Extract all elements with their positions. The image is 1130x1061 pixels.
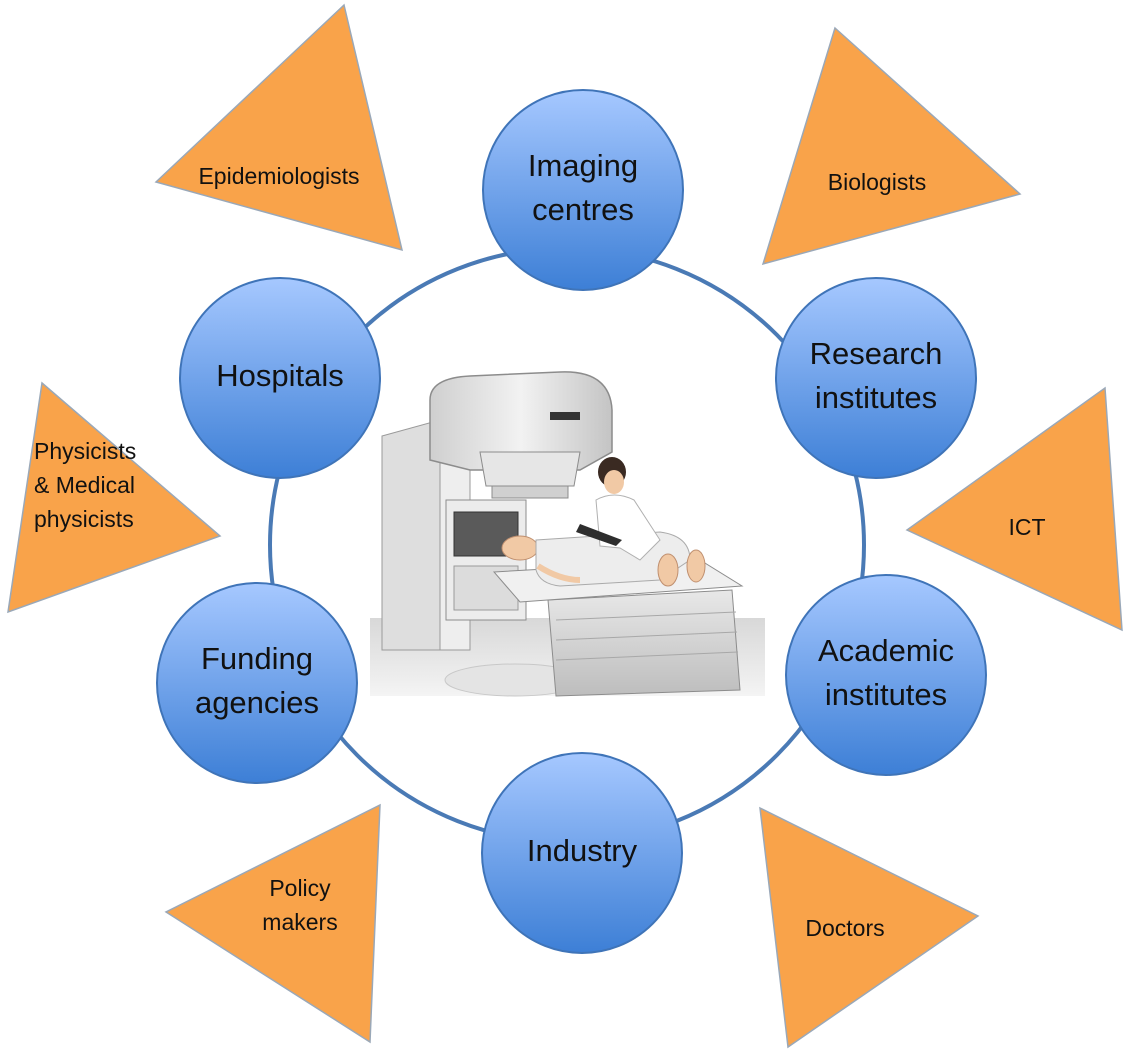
triangle-shape	[905, 386, 1123, 632]
radiotherapy-linac-illustration	[370, 364, 765, 697]
node-label: Funding	[201, 641, 313, 676]
triangle-shape	[154, 3, 404, 252]
triangle-label: Doctors	[805, 915, 884, 941]
triangle-label: Epidemiologists	[198, 163, 359, 189]
stakeholder-triangle-ict: ICT	[905, 386, 1123, 632]
triangle-label: Physicists	[34, 438, 136, 464]
node-label: Industry	[527, 833, 638, 868]
stakeholder-node-funding-agencies: Funding agencies	[156, 582, 358, 784]
stakeholder-node-academic-institutes: Academic institutes	[785, 574, 987, 776]
triangle-shape	[759, 806, 980, 1049]
stakeholder-node-hospitals: Hospitals	[179, 277, 381, 479]
stakeholder-node-imaging-centres: Imaging centres	[482, 89, 684, 291]
node-circle	[482, 89, 684, 291]
node-circle	[481, 752, 683, 954]
triangle-label: makers	[262, 909, 337, 935]
node-circle	[775, 277, 977, 479]
stakeholder-triangle-biologists: Biologists	[761, 26, 1022, 266]
node-label: Research	[810, 336, 943, 371]
triangle-label: ICT	[1008, 514, 1045, 540]
stakeholder-triangle-policy-makers: Policy makers	[164, 803, 381, 1044]
node-label: agencies	[195, 685, 319, 720]
node-circle	[179, 277, 381, 479]
stakeholder-triangle-epidemiologists: Epidemiologists	[154, 3, 404, 252]
node-label: Imaging	[528, 148, 638, 183]
triangle-label: physicists	[34, 506, 134, 532]
node-circle	[785, 574, 987, 776]
triangle-shape	[7, 381, 222, 614]
node-circle	[156, 582, 358, 784]
stakeholder-node-research-institutes: Research institutes	[775, 277, 977, 479]
node-label: institutes	[815, 380, 937, 415]
triangle-label: Biologists	[828, 169, 926, 195]
triangle-label: & Medical	[34, 472, 135, 498]
node-label: centres	[532, 192, 634, 227]
node-label: Hospitals	[216, 358, 344, 393]
node-label: Academic	[818, 633, 954, 668]
stakeholder-triangle-doctors: Doctors	[759, 806, 980, 1049]
stakeholder-triangle-physicists: Physicists & Medical physicists	[7, 381, 222, 614]
triangle-shape	[164, 803, 381, 1044]
stakeholder-node-industry: Industry	[481, 752, 683, 954]
node-label: institutes	[825, 677, 947, 712]
triangle-shape	[761, 26, 1022, 266]
triangle-label: Policy	[269, 875, 331, 901]
